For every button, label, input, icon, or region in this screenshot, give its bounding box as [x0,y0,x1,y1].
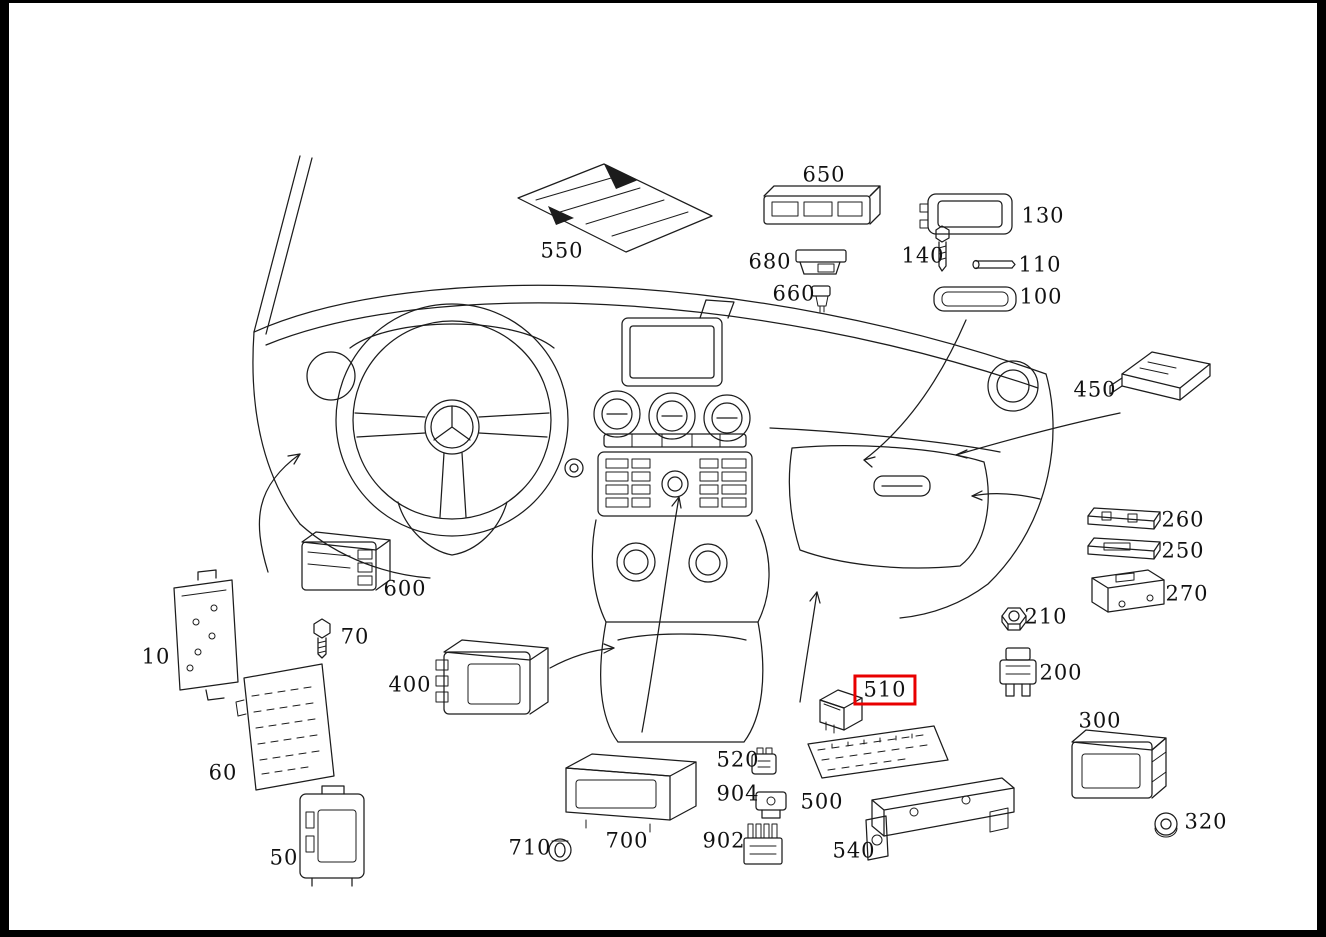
part-label-140[interactable]: 140 [901,243,945,268]
part-600-drawing [301,531,391,591]
part-100-drawing [933,286,1017,312]
part-label-600[interactable]: 600 [383,576,427,601]
part-250-drawing [1087,537,1161,560]
part-210-drawing [1001,607,1027,631]
part-label-510-highlighted[interactable]: 510 [853,674,917,706]
part-680-drawing [795,249,847,275]
part-140-drawing [935,225,950,272]
part-label-210[interactable]: 210 [1024,604,1068,629]
part-60-drawing [235,663,335,791]
part-label-400[interactable]: 400 [388,672,432,697]
part-10-drawing [173,569,239,701]
part-label-700[interactable]: 700 [605,828,649,853]
part-label-520[interactable]: 520 [716,747,760,772]
part-400-drawing [435,639,549,715]
part-70-drawing [313,618,331,659]
part-label-250[interactable]: 250 [1161,538,1205,563]
center-stack-drawing [306,299,1039,743]
part-540-drawing [865,777,1015,861]
part-label-130[interactable]: 130 [1021,203,1065,228]
part-270-drawing [1091,569,1165,613]
part-550-drawing [517,163,713,253]
part-50-drawing [299,785,365,887]
part-label-550[interactable]: 550 [540,238,584,263]
part-label-200[interactable]: 200 [1039,660,1083,685]
part-700-drawing [565,753,697,833]
part-label-110[interactable]: 110 [1018,252,1062,277]
part-label-680[interactable]: 680 [748,249,792,274]
part-label-300[interactable]: 300 [1078,708,1122,733]
part-label-902[interactable]: 902 [702,828,746,853]
part-902-drawing [743,823,783,865]
part-300-drawing [1071,729,1167,799]
part-904-drawing [755,791,787,819]
steering-wheel-drawing [335,303,584,556]
part-label-50[interactable]: 50 [269,845,299,870]
part-label-270[interactable]: 270 [1165,581,1209,606]
part-label-660[interactable]: 660 [772,281,816,306]
part-label-100[interactable]: 100 [1019,284,1063,309]
part-320-drawing [1154,812,1178,838]
part-label-320[interactable]: 320 [1184,809,1228,834]
part-520-drawing [751,747,777,775]
part-label-650[interactable]: 650 [802,162,846,187]
mercedes-star-icon [433,405,471,441]
part-label-450[interactable]: 450 [1073,377,1117,402]
dashboard-drawing [252,155,1054,619]
part-130-drawing [919,193,1013,235]
part-label-60[interactable]: 60 [208,760,238,785]
part-label-904[interactable]: 904 [716,781,760,806]
part-450-drawing [1109,351,1211,401]
part-label-70[interactable]: 70 [340,624,370,649]
part-110-drawing [972,259,1016,270]
part-label-540[interactable]: 540 [832,838,876,863]
part-label-710[interactable]: 710 [508,835,552,860]
part-710-drawing [548,838,572,862]
part-200-drawing [999,647,1037,697]
pointer-arrows [258,319,1121,733]
part-label-500[interactable]: 500 [800,789,844,814]
part-label-260[interactable]: 260 [1161,507,1205,532]
part-label-10[interactable]: 10 [141,644,171,669]
part-650-drawing [763,185,881,225]
part-500-drawing [807,725,949,779]
part-260-drawing [1087,507,1161,530]
part-660-drawing [811,285,831,313]
